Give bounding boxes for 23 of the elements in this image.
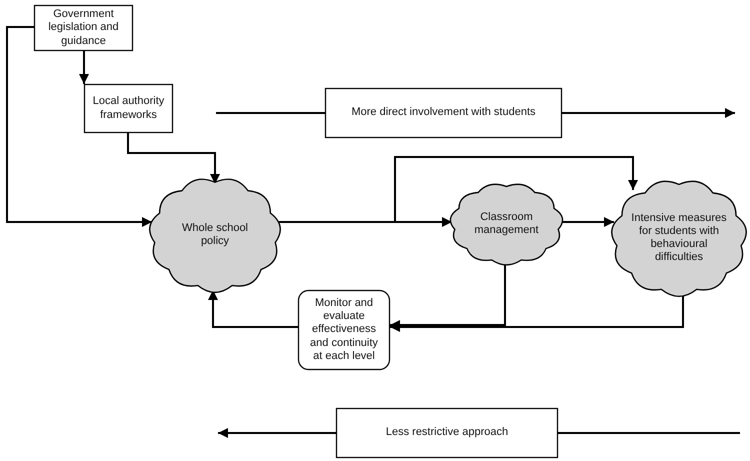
cloud-shape bbox=[449, 182, 564, 266]
node-label: Less restrictive approach bbox=[384, 426, 510, 440]
node-label: Intensive measures for students with behavioural difficulties bbox=[630, 212, 728, 264]
arrow bbox=[561, 217, 614, 227]
cloud-shape bbox=[148, 176, 282, 294]
arrow bbox=[6, 26, 152, 227]
node-label: Whole school policy bbox=[180, 222, 250, 248]
cloud-shape bbox=[610, 178, 748, 298]
arrow bbox=[127, 133, 220, 184]
rounded-box bbox=[298, 290, 390, 370]
node-label: Classroom management bbox=[473, 210, 540, 238]
node-label: Government legislation and guidance bbox=[47, 8, 120, 48]
node-label: Monitor and evaluate effectiveness and continuity at each level bbox=[309, 297, 379, 363]
arrow bbox=[208, 290, 298, 328]
node-label: More direct involvement with students bbox=[350, 106, 537, 120]
process-box bbox=[325, 88, 562, 138]
node-label: Local authority frameworks bbox=[92, 95, 166, 122]
direction-arrow bbox=[562, 108, 735, 118]
process-box bbox=[34, 5, 133, 51]
process-box bbox=[84, 84, 173, 133]
process-box bbox=[336, 408, 558, 458]
direction-arrow bbox=[218, 428, 336, 438]
arrow bbox=[79, 51, 89, 84]
